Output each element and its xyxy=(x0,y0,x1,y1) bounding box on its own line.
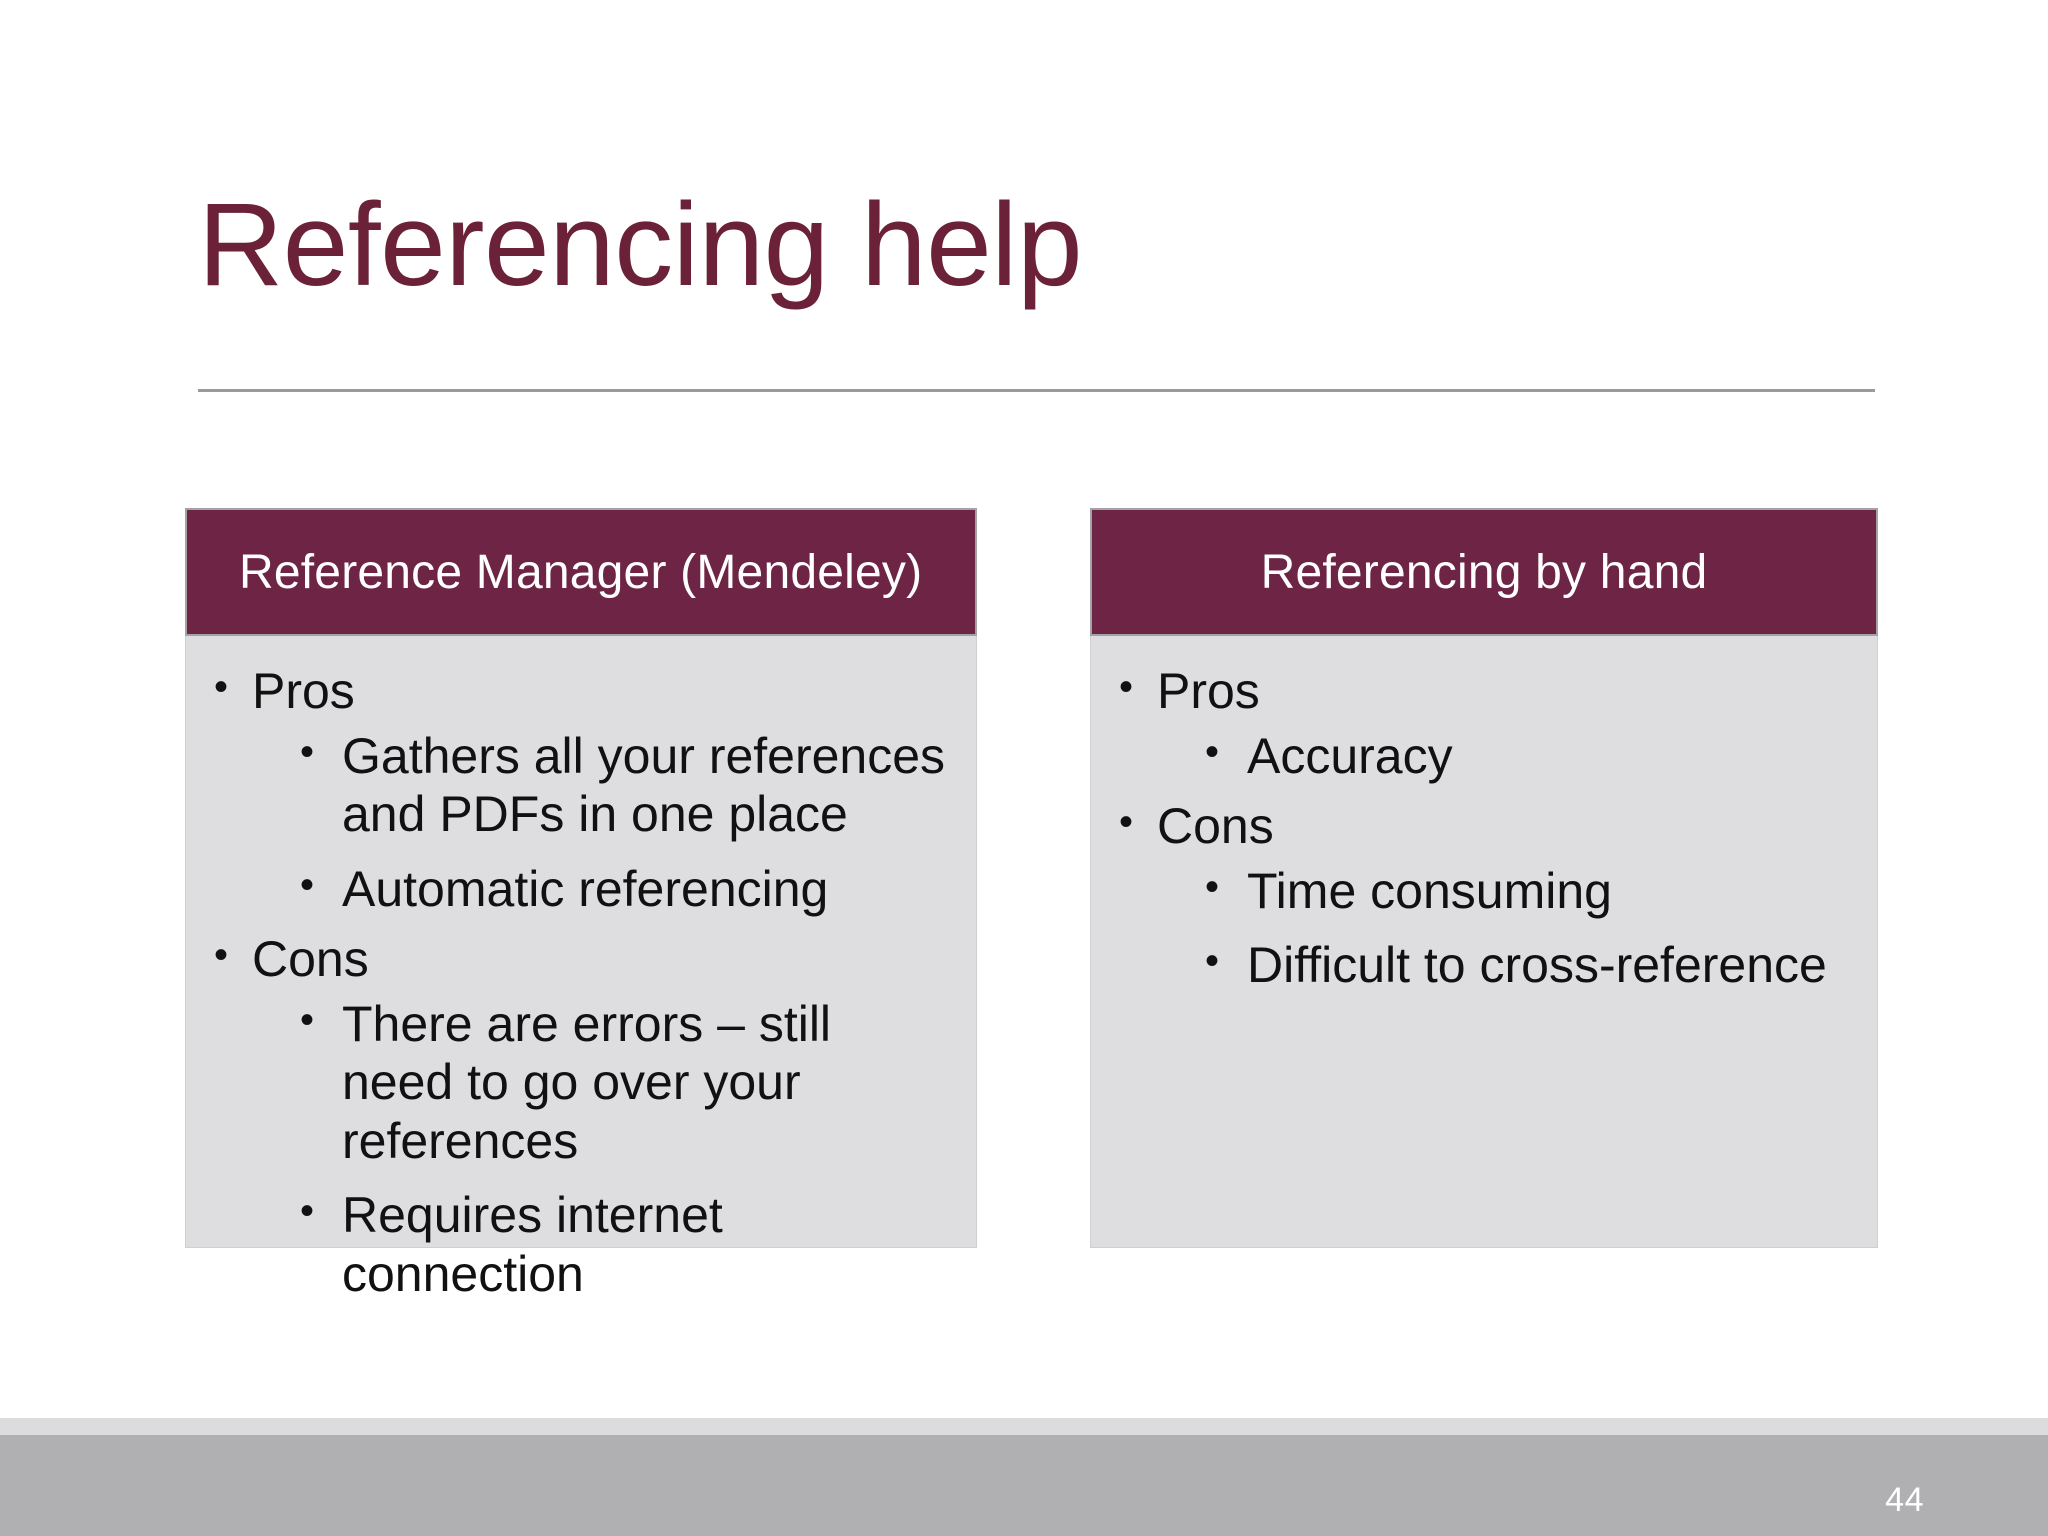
list-item-group: Pros Gathers all your references and PDF… xyxy=(206,660,956,919)
footer-band-light xyxy=(0,1418,2048,1435)
panel-header-label: Reference Manager (Mendeley) xyxy=(239,545,923,599)
sub-bullet-list: Gathers all your references and PDFs in … xyxy=(252,725,956,919)
list-item-group: Cons Time consuming Difficult to cross-r… xyxy=(1111,795,1857,995)
group-label: Pros xyxy=(1157,663,1260,719)
title-divider xyxy=(198,389,1875,392)
list-item: Time consuming xyxy=(1157,860,1857,921)
group-label: Pros xyxy=(252,663,355,719)
list-item-group: Pros Accuracy xyxy=(1111,660,1857,786)
group-label: Cons xyxy=(1157,798,1274,854)
list-item: Accuracy xyxy=(1157,725,1857,786)
list-item: Difficult to cross-reference xyxy=(1157,934,1857,995)
bullet-list-referencing-by-hand: Pros Accuracy Cons Time consuming Diffic… xyxy=(1111,660,1857,995)
panel-reference-manager: Reference Manager (Mendeley) Pros Gather… xyxy=(185,508,977,1302)
list-item: Requires internet connection xyxy=(252,1184,956,1303)
sub-bullet-list: Time consuming Difficult to cross-refere… xyxy=(1157,860,1857,995)
group-label: Cons xyxy=(252,931,369,987)
page-title: Referencing help xyxy=(198,179,1083,311)
sub-bullet-list: Accuracy xyxy=(1157,725,1857,786)
list-item: Gathers all your references and PDFs in … xyxy=(252,725,956,844)
list-item: There are errors – still need to go over… xyxy=(252,993,956,1171)
list-item: Automatic referencing xyxy=(252,858,956,919)
footer-band-dark xyxy=(0,1435,2048,1536)
page-number: 44 xyxy=(1885,1481,1924,1519)
panel-referencing-by-hand: Referencing by hand Pros Accuracy Cons T… xyxy=(1090,508,1878,1248)
panel-header-referencing-by-hand: Referencing by hand xyxy=(1090,508,1878,636)
panel-header-reference-manager: Reference Manager (Mendeley) xyxy=(185,508,977,636)
sub-bullet-list: There are errors – still need to go over… xyxy=(252,993,956,1304)
panel-body-reference-manager: Pros Gathers all your references and PDF… xyxy=(185,636,977,1302)
bullet-list-reference-manager: Pros Gathers all your references and PDF… xyxy=(206,660,956,1304)
list-item-group: Cons There are errors – still need to go… xyxy=(206,928,956,1304)
panel-body-referencing-by-hand: Pros Accuracy Cons Time consuming Diffic… xyxy=(1090,636,1878,1248)
panel-header-label: Referencing by hand xyxy=(1260,545,1708,599)
